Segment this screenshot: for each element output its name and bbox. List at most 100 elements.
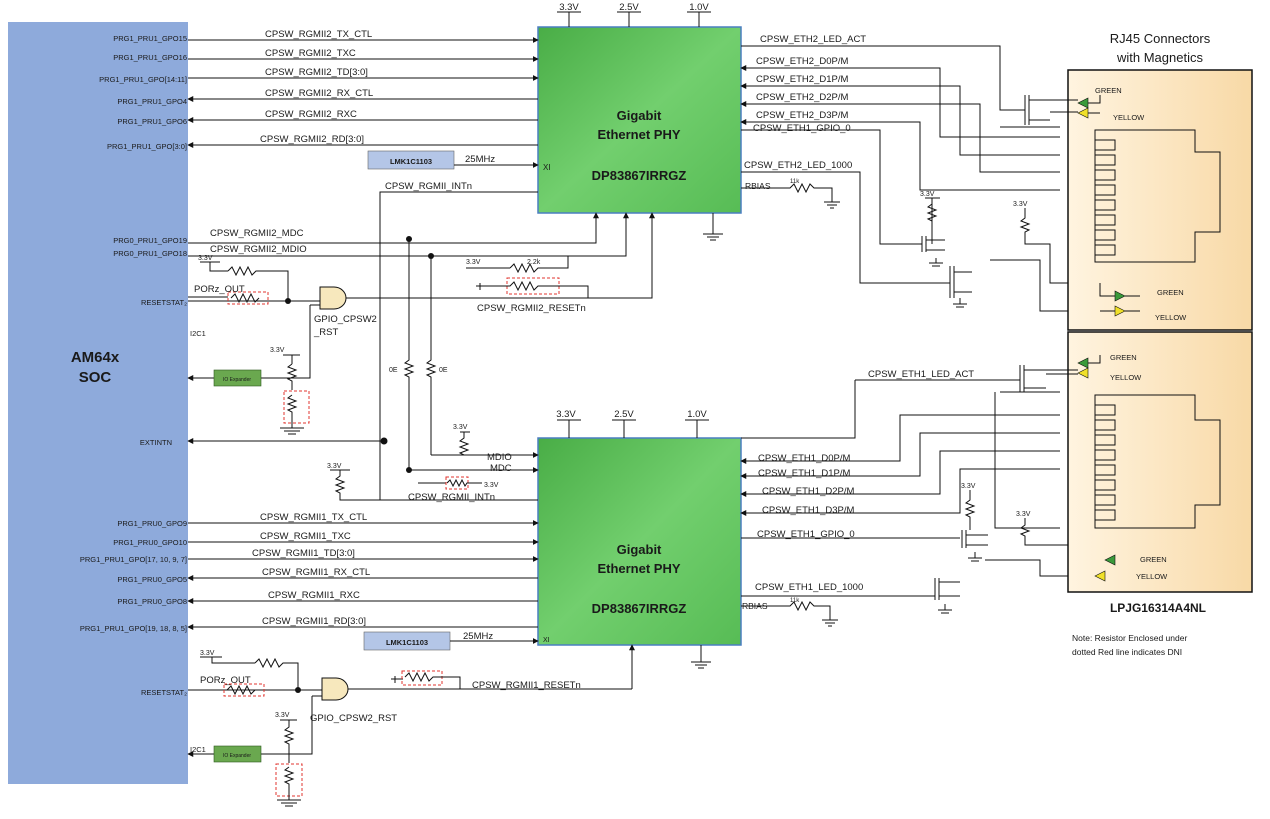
r-label: 11k <box>790 179 800 185</box>
mdio-bottom: 3.3V MDIO MDC 3.3V 3.3V CPSW_RGMII_INTn <box>327 424 539 503</box>
phy-top-block <box>537 26 742 214</box>
v33: 3.3V <box>484 482 499 489</box>
led-yellow-label: YELLOW <box>1113 113 1145 122</box>
v33: 3.3V <box>200 650 215 657</box>
rail-label: 3.3V <box>559 2 579 13</box>
signal-label: CPSW_RGMII2_RXC <box>265 109 357 120</box>
signal-label: CPSW_RGMII_INTn <box>408 492 495 503</box>
v33: 3.3V <box>327 463 342 470</box>
rj45-bottom <box>1067 331 1253 593</box>
signal-label: CPSW_ETH2_LED_ACT <box>760 34 866 45</box>
signal-label: CPSW_RGMII2_RX_CTL <box>265 88 373 99</box>
rail-label: 1.0V <box>687 409 707 420</box>
signal-label: CPSW_RGMII1_RESETn <box>472 680 581 691</box>
v33: 3.3V <box>275 712 290 719</box>
signal-label: CPSW_ETH1_GPIO_0 <box>753 123 851 134</box>
v33: 3.3V <box>1013 201 1028 208</box>
soc-pin-i2c1-top: I2C1 <box>190 329 206 338</box>
phy-bottom-part: DP83867IRRGZ <box>592 601 687 616</box>
rgmii1-signals: CPSW_RGMII1_TX_CTL CPSW_RGMII1_TXC CPSW_… <box>187 512 539 630</box>
and-gate-bottom <box>321 677 349 701</box>
v33: 3.3V <box>920 191 935 198</box>
soc-pins-top: PRG1_PRU1_GPO15 PRG1_PRU1_GPO16 PRG1_PRU… <box>80 34 187 697</box>
phy-bottom-block <box>537 437 742 646</box>
phy-top-xi: XI <box>543 163 551 172</box>
gate-label: GPIO_CPSW2 <box>314 314 377 325</box>
signal-label: CPSW_ETH2_D3P/M <box>756 110 848 121</box>
io-expander-label: IO Expander <box>223 377 251 383</box>
led-green-label: GREEN <box>1157 288 1184 297</box>
signal-label: CPSW_RGMII1_RX_CTL <box>262 567 370 578</box>
signal-label: CPSW_RGMII1_TXC <box>260 531 351 542</box>
clock-chip-label: LMK1C1103 <box>390 157 432 166</box>
phy-top-title-line2: Ethernet PHY <box>597 127 680 142</box>
phy-top-part: DP83867IRRGZ <box>592 168 687 183</box>
rgmii2-signals: CPSW_RGMII2_TX_CTL CPSW_RGMII2_TXC CPSW_… <box>187 29 539 148</box>
rbias-label: RBIAS <box>745 181 771 191</box>
led-yellow <box>1094 570 1106 582</box>
clock-chip-label: LMK1C1103 <box>386 638 428 647</box>
r-label: 2.2k <box>527 259 541 266</box>
led-yellow-label: YELLOW <box>1110 373 1142 382</box>
soc-pin: PRG1_PRU0_GPO8 <box>117 597 187 606</box>
eth1-signals: CPSW_ETH1_LED_ACT CPSW_ETH1_D0P/M CPSW_E… <box>740 365 1136 627</box>
phy-bottom-title-line1: Gigabit <box>617 542 662 557</box>
r0e-label: 0E <box>439 367 448 374</box>
rail-label: 2.5V <box>614 409 634 420</box>
phy-top-rails: 3.3V 2.5V 1.0V <box>557 2 711 27</box>
v33: 3.3V <box>961 483 976 490</box>
soc-pin: PRG1_PRU1_GPO[19, 18, 8, 5] <box>80 624 187 633</box>
signal-label: CPSW_ETH1_D0P/M <box>758 453 850 464</box>
por-label: PORz_OUT <box>200 675 251 686</box>
soc-title-line2: SOC <box>79 369 112 386</box>
clock-freq: 25MHz <box>465 154 495 165</box>
rj45-part: LPJG16314A4NL <box>1110 601 1206 615</box>
v33: 3.3V <box>466 259 481 266</box>
por-label: PORz_OUT <box>194 284 245 295</box>
v33: 3.3V <box>1016 511 1031 518</box>
signal-label: CPSW_ETH1_LED_ACT <box>868 369 974 380</box>
signal-label: MDIO <box>487 452 512 463</box>
soc-pin: EXTINTN <box>140 438 172 447</box>
clock-freq: 25MHz <box>463 631 493 642</box>
rj45-title-line1: RJ45 Connectors <box>1110 31 1211 46</box>
signal-label: CPSW_ETH1_D3P/M <box>762 505 854 516</box>
and-gate-top <box>319 286 347 310</box>
signal-label: CPSW_RGMII2_TXC <box>265 48 356 59</box>
signal-label: CPSW_RGMII2_TX_CTL <box>265 29 372 40</box>
soc-pin: PRG1_PRU0_GPO9 <box>117 519 187 528</box>
soc-pin: RESETSTAT₂ <box>141 298 187 307</box>
rbias-label: RBIAS <box>742 601 768 611</box>
signal-label: CPSW_ETH1_D2P/M <box>762 486 854 497</box>
soc-pin: PRG1_PRU1_GPO15 <box>113 34 187 43</box>
grounds <box>691 213 723 669</box>
reset-top: 3.3V PORz_OUT GPIO_CPSW2 _RST 3.3V 2.2k … <box>187 212 655 435</box>
io-expander-label: IO Expander <box>223 753 251 759</box>
signal-label: CPSW_RGMII2_RD[3:0] <box>260 134 364 145</box>
r0e-label: 0E <box>389 367 398 374</box>
soc-pin: PRG1_PRU1_GPO[17, 10, 9, 7] <box>80 555 187 564</box>
led-yellow-label: YELLOW <box>1155 313 1187 322</box>
phy-bottom-xi: XI <box>543 637 550 644</box>
soc-pin: PRG1_PRU1_GPO16 <box>113 53 187 62</box>
rail-label: 2.5V <box>619 2 639 13</box>
soc-pin: PRG1_PRU1_GPO4 <box>117 97 187 106</box>
r-label: 11k <box>790 598 800 604</box>
zero-ohm-resistors: 0E 0E <box>187 239 448 470</box>
rail-label: 3.3V <box>556 409 576 420</box>
signal-label: CPSW_ETH1_LED_1000 <box>755 582 863 593</box>
io-expander-bottom <box>213 745 262 763</box>
led-green-label: GREEN <box>1095 86 1122 95</box>
gate-label: GPIO_CPSW2_RST <box>310 713 397 724</box>
eth2-signals: CPSW_ETH2_LED_ACT CPSW_ETH2_D0P/M CPSW_E… <box>740 34 1100 312</box>
signal-label: CPSW_ETH1_GPIO_0 <box>757 529 855 540</box>
signal-label: CPSW_ETH2_D1P/M <box>756 74 848 85</box>
rail-label: 1.0V <box>689 2 709 13</box>
phy-bottom-rails: 3.3V 2.5V 1.0V <box>556 409 709 438</box>
soc-pin: PRG1_PRU1_GPO[3:0] <box>107 142 187 151</box>
signal-label: CPSW_ETH2_D0P/M <box>756 56 848 67</box>
soc-pin: PRG0_PRU1_GPO19 <box>113 236 187 245</box>
signal-label: CPSW_RGMII2_RESETn <box>477 303 586 314</box>
